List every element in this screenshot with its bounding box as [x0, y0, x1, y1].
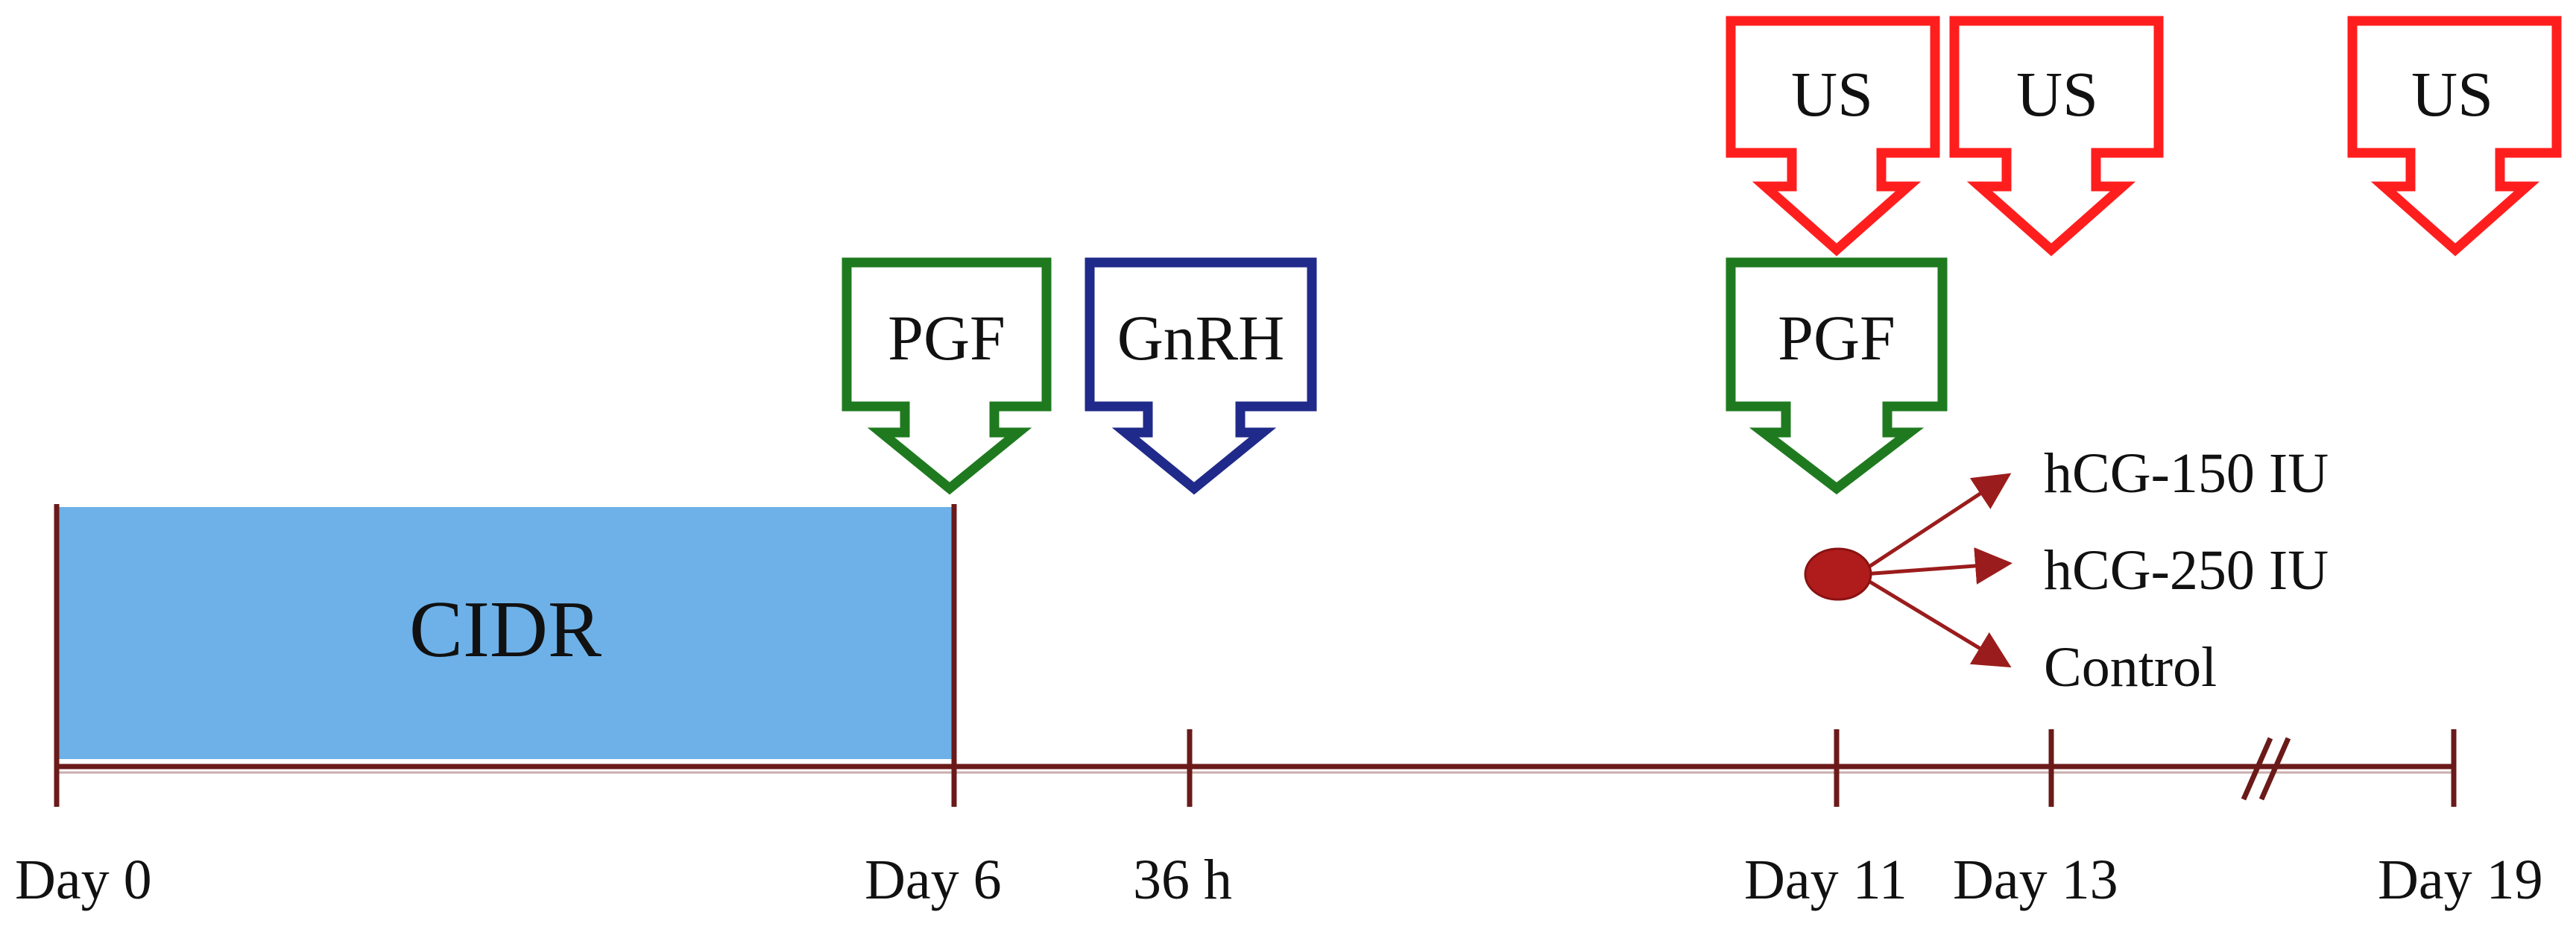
us-day11-arrow-shape — [1726, 16, 1940, 257]
us-day11-label: US — [1791, 58, 1873, 130]
gnrh-36h-label: GnRH — [1117, 302, 1285, 374]
tick-label-day11: Day 11 — [1744, 849, 1907, 911]
treatment-arrow-control — [1862, 576, 2012, 668]
treatment-label-hcg250: hCG-250 IU — [2044, 539, 2329, 602]
pgf-day11-marker: PGF — [1726, 257, 1948, 495]
us-day11-marker: US — [1726, 16, 1940, 257]
gnrh-36h-marker: GnRH — [1085, 257, 1317, 495]
cidr-label: CIDR — [409, 585, 602, 674]
pgf-day6-marker: PGF — [842, 257, 1052, 495]
tick-label-day13: Day 13 — [1953, 849, 2118, 911]
treatment-arrow-hcg150 — [1862, 473, 2012, 573]
tick-label-day6: Day 6 — [865, 849, 1002, 911]
tick-label-day19: Day 19 — [2378, 849, 2543, 911]
pgf-day11-arrow-shape — [1726, 257, 1948, 495]
tick-label-36h: 36 h — [1133, 849, 1232, 911]
pgf-day6-arrow-shape — [842, 257, 1052, 495]
gnrh-36h-arrow-shape — [1085, 257, 1317, 495]
treatment-arrow-hcg250 — [1863, 547, 2012, 585]
pgf-day11-label: PGF — [1778, 302, 1895, 374]
us-day19-label: US — [2411, 58, 2493, 130]
axis-break-mark — [2241, 737, 2291, 801]
treatment-label-control: Control — [2044, 636, 2217, 699]
pgf-day6-label: PGF — [888, 302, 1006, 374]
treatment-split: hCG-150 IU hCG-250 IU Control — [1804, 442, 2329, 699]
cidr-bar — [57, 507, 954, 759]
us-day13-label: US — [2016, 58, 2098, 130]
treatment-label-hcg150: hCG-150 IU — [2044, 442, 2329, 505]
treatment-dot — [1804, 547, 1872, 601]
us-day19-arrow-shape — [2347, 16, 2562, 257]
us-day13-marker: US — [1949, 16, 2164, 257]
tick-label-day0: Day 0 — [15, 849, 152, 911]
us-day13-arrow-shape — [1949, 16, 2164, 257]
us-day19-marker: US — [2347, 16, 2562, 257]
